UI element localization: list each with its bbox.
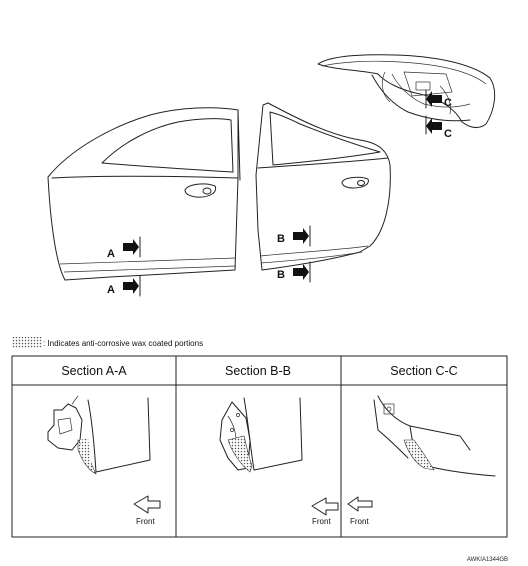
trunk-lid-illustration bbox=[317, 54, 496, 129]
section-a-marker-lower: A bbox=[107, 275, 141, 297]
section-a-drawing: Front bbox=[47, 395, 161, 526]
callout-a-upper: A bbox=[107, 248, 115, 260]
section-b-front-label: Front bbox=[312, 517, 331, 526]
section-c-title: Section C-C bbox=[390, 364, 457, 378]
rear-door-illustration bbox=[255, 102, 391, 271]
front-door-illustration bbox=[47, 107, 241, 281]
section-b-drawing: Front bbox=[219, 397, 339, 526]
section-b-title: Section B-B bbox=[225, 364, 291, 378]
callout-a-lower: A bbox=[107, 284, 115, 296]
figure-code: AWKIA1344GB bbox=[467, 557, 508, 563]
callout-b-upper: B bbox=[277, 233, 285, 245]
legend-text: : Indicates anti-corrosive wax coated po… bbox=[43, 339, 203, 348]
section-a-marker-upper: A bbox=[107, 236, 141, 260]
section-c-marker-upper: C bbox=[425, 89, 452, 109]
section-b-marker-upper: B bbox=[277, 225, 311, 247]
section-a-title: Section A-A bbox=[61, 364, 127, 378]
section-c-front-label: Front bbox=[350, 517, 369, 526]
callout-b-lower: B bbox=[277, 269, 285, 281]
section-c-marker-lower: C bbox=[425, 115, 452, 140]
section-c-drawing: Front bbox=[347, 395, 496, 526]
section-a-front-label: Front bbox=[136, 517, 155, 526]
legend: : Indicates anti-corrosive wax coated po… bbox=[12, 337, 203, 348]
section-table: Section A-A Section B-B Section C-C bbox=[11, 355, 508, 538]
callout-c-upper: C bbox=[444, 97, 452, 109]
callout-c-lower: C bbox=[444, 128, 452, 140]
section-b-marker-lower: B bbox=[277, 261, 311, 283]
wax-swatch bbox=[12, 337, 42, 348]
